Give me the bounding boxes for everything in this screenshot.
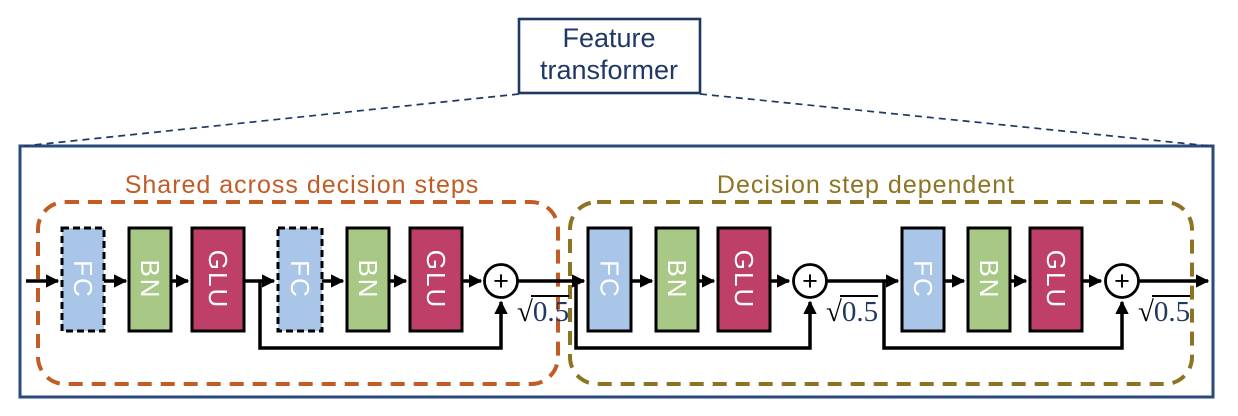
- add-node-3: +: [1104, 263, 1140, 299]
- bn-block-2-rect: [345, 226, 391, 333]
- add-node-3-circle: [1104, 263, 1140, 299]
- radical-sign: √: [1138, 296, 1154, 328]
- title-line-1: Feature: [562, 23, 655, 53]
- fc-block-2-label: FC: [285, 260, 315, 299]
- glu-block-1: GLU: [190, 226, 246, 333]
- bn-block-1-rect: [127, 226, 173, 333]
- bn-block-3: BN: [654, 226, 700, 333]
- skip-connection-3: [882, 281, 1129, 350]
- svg-text:√0.5: √0.5: [517, 296, 569, 328]
- glu-block-4-label: GLU: [1041, 250, 1071, 309]
- sqrt-half-label-1: √0.5: [517, 295, 569, 328]
- bn-block-3-label: BN: [662, 259, 692, 299]
- radical-value: 0.5: [1154, 296, 1190, 328]
- skip-connection-1: [258, 281, 508, 350]
- shared-section-box: [36, 200, 560, 386]
- bn-block-1-label: BN: [135, 259, 165, 299]
- flow-arrows: [26, 274, 1210, 350]
- plus-icon: +: [493, 266, 509, 296]
- glu-block-2-label: GLU: [421, 250, 451, 309]
- bn-block-3-rect: [654, 226, 700, 333]
- bn-block-2: BN: [345, 226, 391, 333]
- fc-block-3-rect: [586, 226, 633, 333]
- radical-value: 0.5: [533, 296, 569, 328]
- glu-block-3: GLU: [716, 226, 772, 333]
- fc-block-1-rect: [60, 226, 106, 333]
- title-box: Feature transformer: [517, 17, 702, 95]
- glu-block-1-label: GLU: [203, 250, 233, 309]
- skip-connection-2: [574, 281, 817, 350]
- fc-block-4-label: FC: [908, 260, 938, 299]
- title-box-frame: [517, 17, 702, 95]
- glu-block-4-rect: [1028, 226, 1084, 333]
- radical-sign: √: [517, 296, 533, 328]
- add-node-2-circle: [792, 263, 828, 299]
- fc-block-1-label: FC: [68, 260, 98, 299]
- fc-block-3: FC: [586, 226, 633, 333]
- connector-line-left: [23, 93, 520, 147]
- bn-block-4: BN: [966, 226, 1012, 333]
- add-node-2: +: [792, 263, 828, 299]
- glu-block-2-rect: [408, 226, 464, 333]
- title-line-2: transformer: [540, 55, 678, 85]
- glu-block-3-label: GLU: [729, 250, 759, 309]
- dependent-section-box: [568, 200, 1194, 386]
- dependent-section-label: Decision step dependent: [717, 171, 1015, 199]
- fc-block-3-label: FC: [595, 260, 625, 299]
- bn-block-2-label: BN: [353, 259, 383, 299]
- bn-block-4-rect: [966, 226, 1012, 333]
- plus-icon: +: [1114, 266, 1130, 296]
- connector-line-right: [699, 93, 1211, 147]
- glu-block-3-rect: [716, 226, 772, 333]
- fc-block-1: FC: [60, 226, 106, 333]
- svg-text:√0.5: √0.5: [826, 296, 878, 328]
- fc-block-2: FC: [276, 226, 324, 333]
- sqrt-half-label-2: √0.5: [826, 295, 878, 328]
- fc-block-4: FC: [900, 226, 946, 333]
- sqrt-half-label-3: √0.5: [1138, 295, 1190, 328]
- glu-block-2: GLU: [408, 226, 464, 333]
- radical-sign: √: [826, 296, 842, 328]
- bn-block-4-label: BN: [974, 259, 1004, 299]
- add-node-1: +: [483, 263, 519, 299]
- shared-section-label: Shared across decision steps: [125, 171, 480, 199]
- plus-icon: +: [802, 266, 818, 296]
- add-node-1-circle: [483, 263, 519, 299]
- fc-block-2-rect: [276, 226, 324, 333]
- glu-block-4: GLU: [1028, 226, 1084, 333]
- radical-value: 0.5: [842, 296, 878, 328]
- bn-block-1: BN: [127, 226, 173, 333]
- svg-text:√0.5: √0.5: [1138, 296, 1190, 328]
- fc-block-4-rect: [900, 226, 946, 333]
- glu-block-1-rect: [190, 226, 246, 333]
